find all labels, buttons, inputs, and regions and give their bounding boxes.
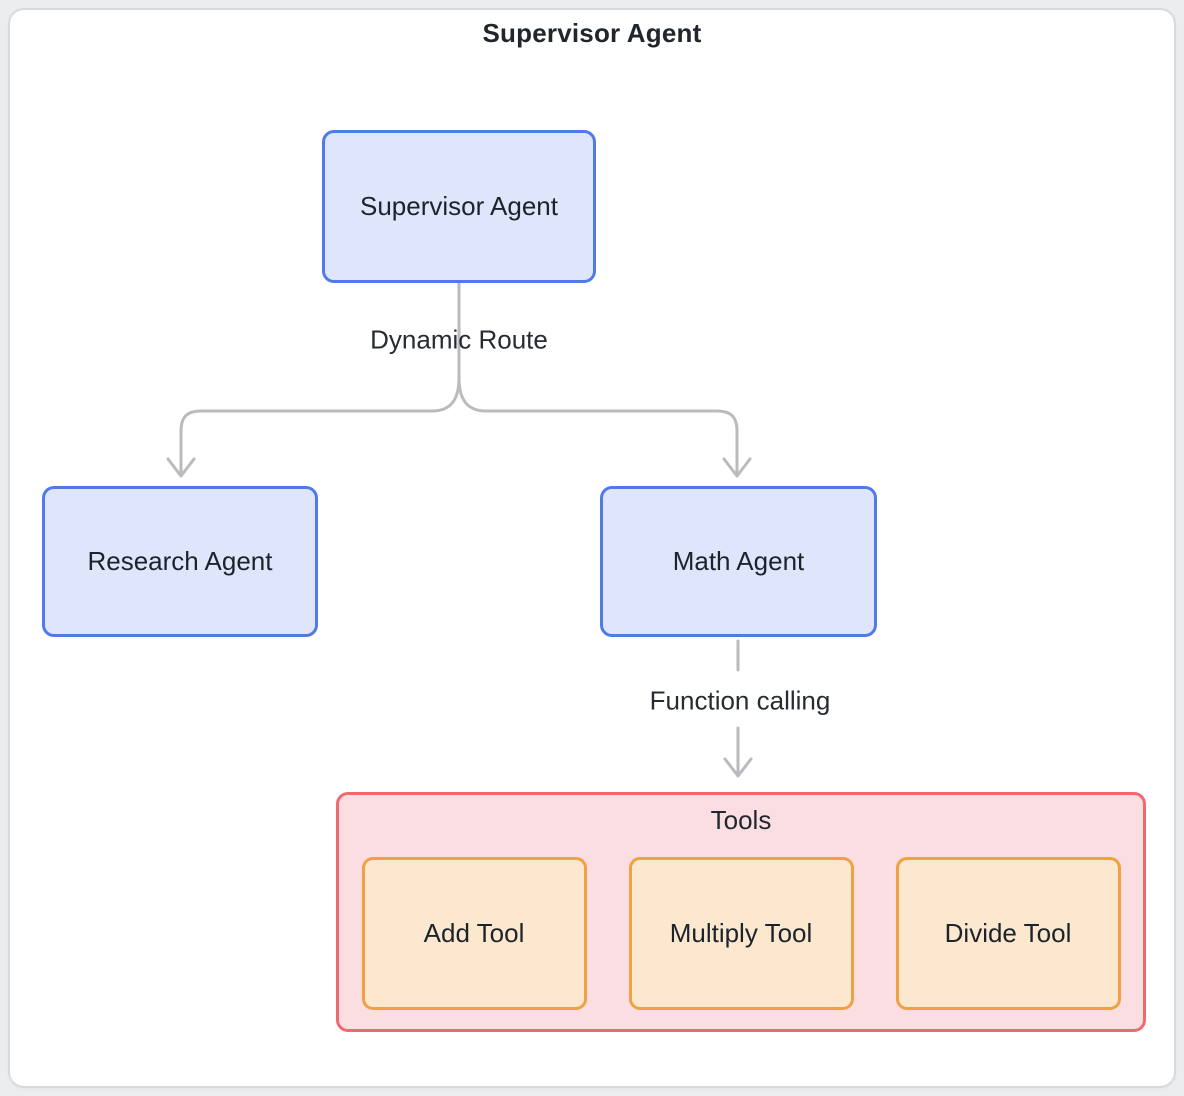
node-divide-tool: Divide Tool — [895, 857, 1121, 1010]
diagram-title: Supervisor Agent — [482, 18, 702, 48]
node-divide-tool-label: Divide Tool — [944, 918, 1072, 948]
tools-group-label: Tools — [710, 805, 772, 835]
node-research-agent: Research Agent — [42, 486, 318, 637]
node-research-agent-label: Research Agent — [87, 546, 273, 576]
tools-row: Add Tool Multiply Tool Divide Tool — [361, 857, 1121, 1010]
node-supervisor-agent-label: Supervisor Agent — [359, 191, 558, 221]
node-supervisor-agent: Supervisor Agent — [322, 130, 596, 283]
node-multiply-tool-label: Multiply Tool — [669, 918, 813, 948]
tools-group: Tools Add Tool Multiply Tool Divide Tool — [336, 792, 1146, 1032]
node-math-agent: Math Agent — [600, 486, 877, 637]
edge-label-function-calling: Function calling — [649, 685, 831, 716]
edge-label-dynamic-route: Dynamic Route — [370, 324, 548, 355]
node-math-agent-label: Math Agent — [672, 546, 805, 576]
node-multiply-tool: Multiply Tool — [628, 857, 854, 1010]
node-add-tool: Add Tool — [361, 857, 587, 1010]
node-add-tool-label: Add Tool — [423, 918, 525, 948]
